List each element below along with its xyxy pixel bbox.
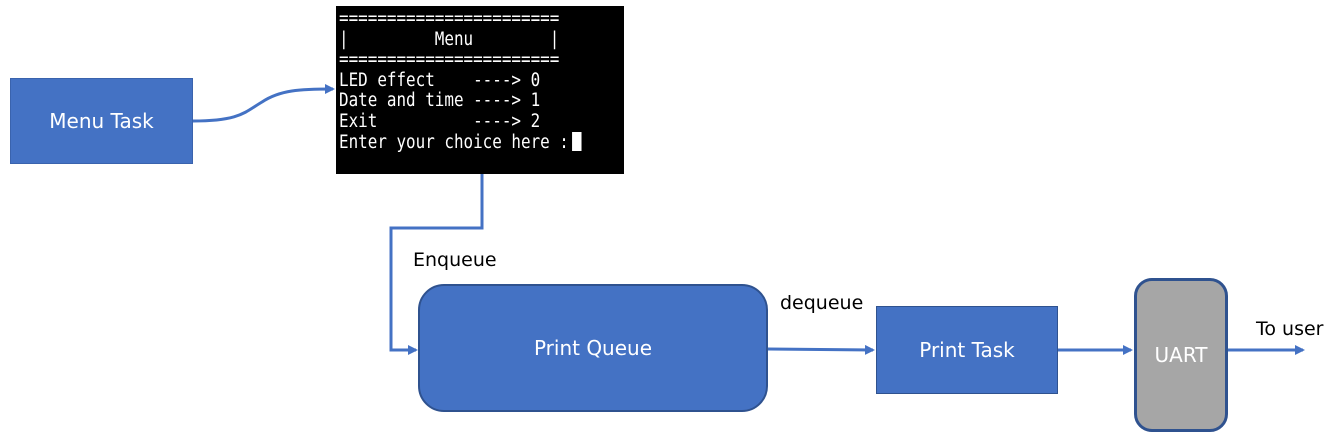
print-task-box: Print Task: [876, 306, 1058, 394]
terminal-cursor: [572, 132, 582, 151]
print-queue-box: Print Queue: [418, 284, 768, 412]
menu-task-box: Menu Task: [10, 78, 193, 164]
terminal-option-date-time: Date and time ----> 1: [339, 90, 541, 111]
terminal-option-led-effect: LED effect ----> 0: [339, 69, 541, 91]
terminal-option-exit: Exit ----> 2: [339, 110, 541, 132]
print-task-label: Print Task: [919, 338, 1015, 362]
to-user-label: To user: [1256, 318, 1324, 340]
uart-label: UART: [1154, 343, 1208, 367]
terminal-to-print-queue-arrow: [389, 174, 484, 355]
menu-task-label: Menu Task: [49, 109, 154, 133]
terminal-prompt-line: Enter your choice here :: [339, 132, 584, 153]
dequeue-label: dequeue: [780, 292, 864, 314]
print-queue-label: Print Queue: [533, 336, 653, 360]
enqueue-label: Enqueue: [413, 249, 497, 271]
menu-task-to-terminal-arrow: [192, 84, 335, 123]
menu-terminal-screenshot: ======================= | Menu | =======…: [336, 6, 624, 174]
terminal-menu-title: | Menu |: [339, 28, 560, 50]
terminal-prompt: Enter your choice here :: [339, 132, 569, 153]
terminal-border-bottom: =======================: [339, 49, 560, 70]
print-queue-to-print-task-arrow: [767, 344, 875, 355]
terminal-border-top: =======================: [339, 8, 560, 29]
uart-box: UART: [1134, 278, 1228, 432]
